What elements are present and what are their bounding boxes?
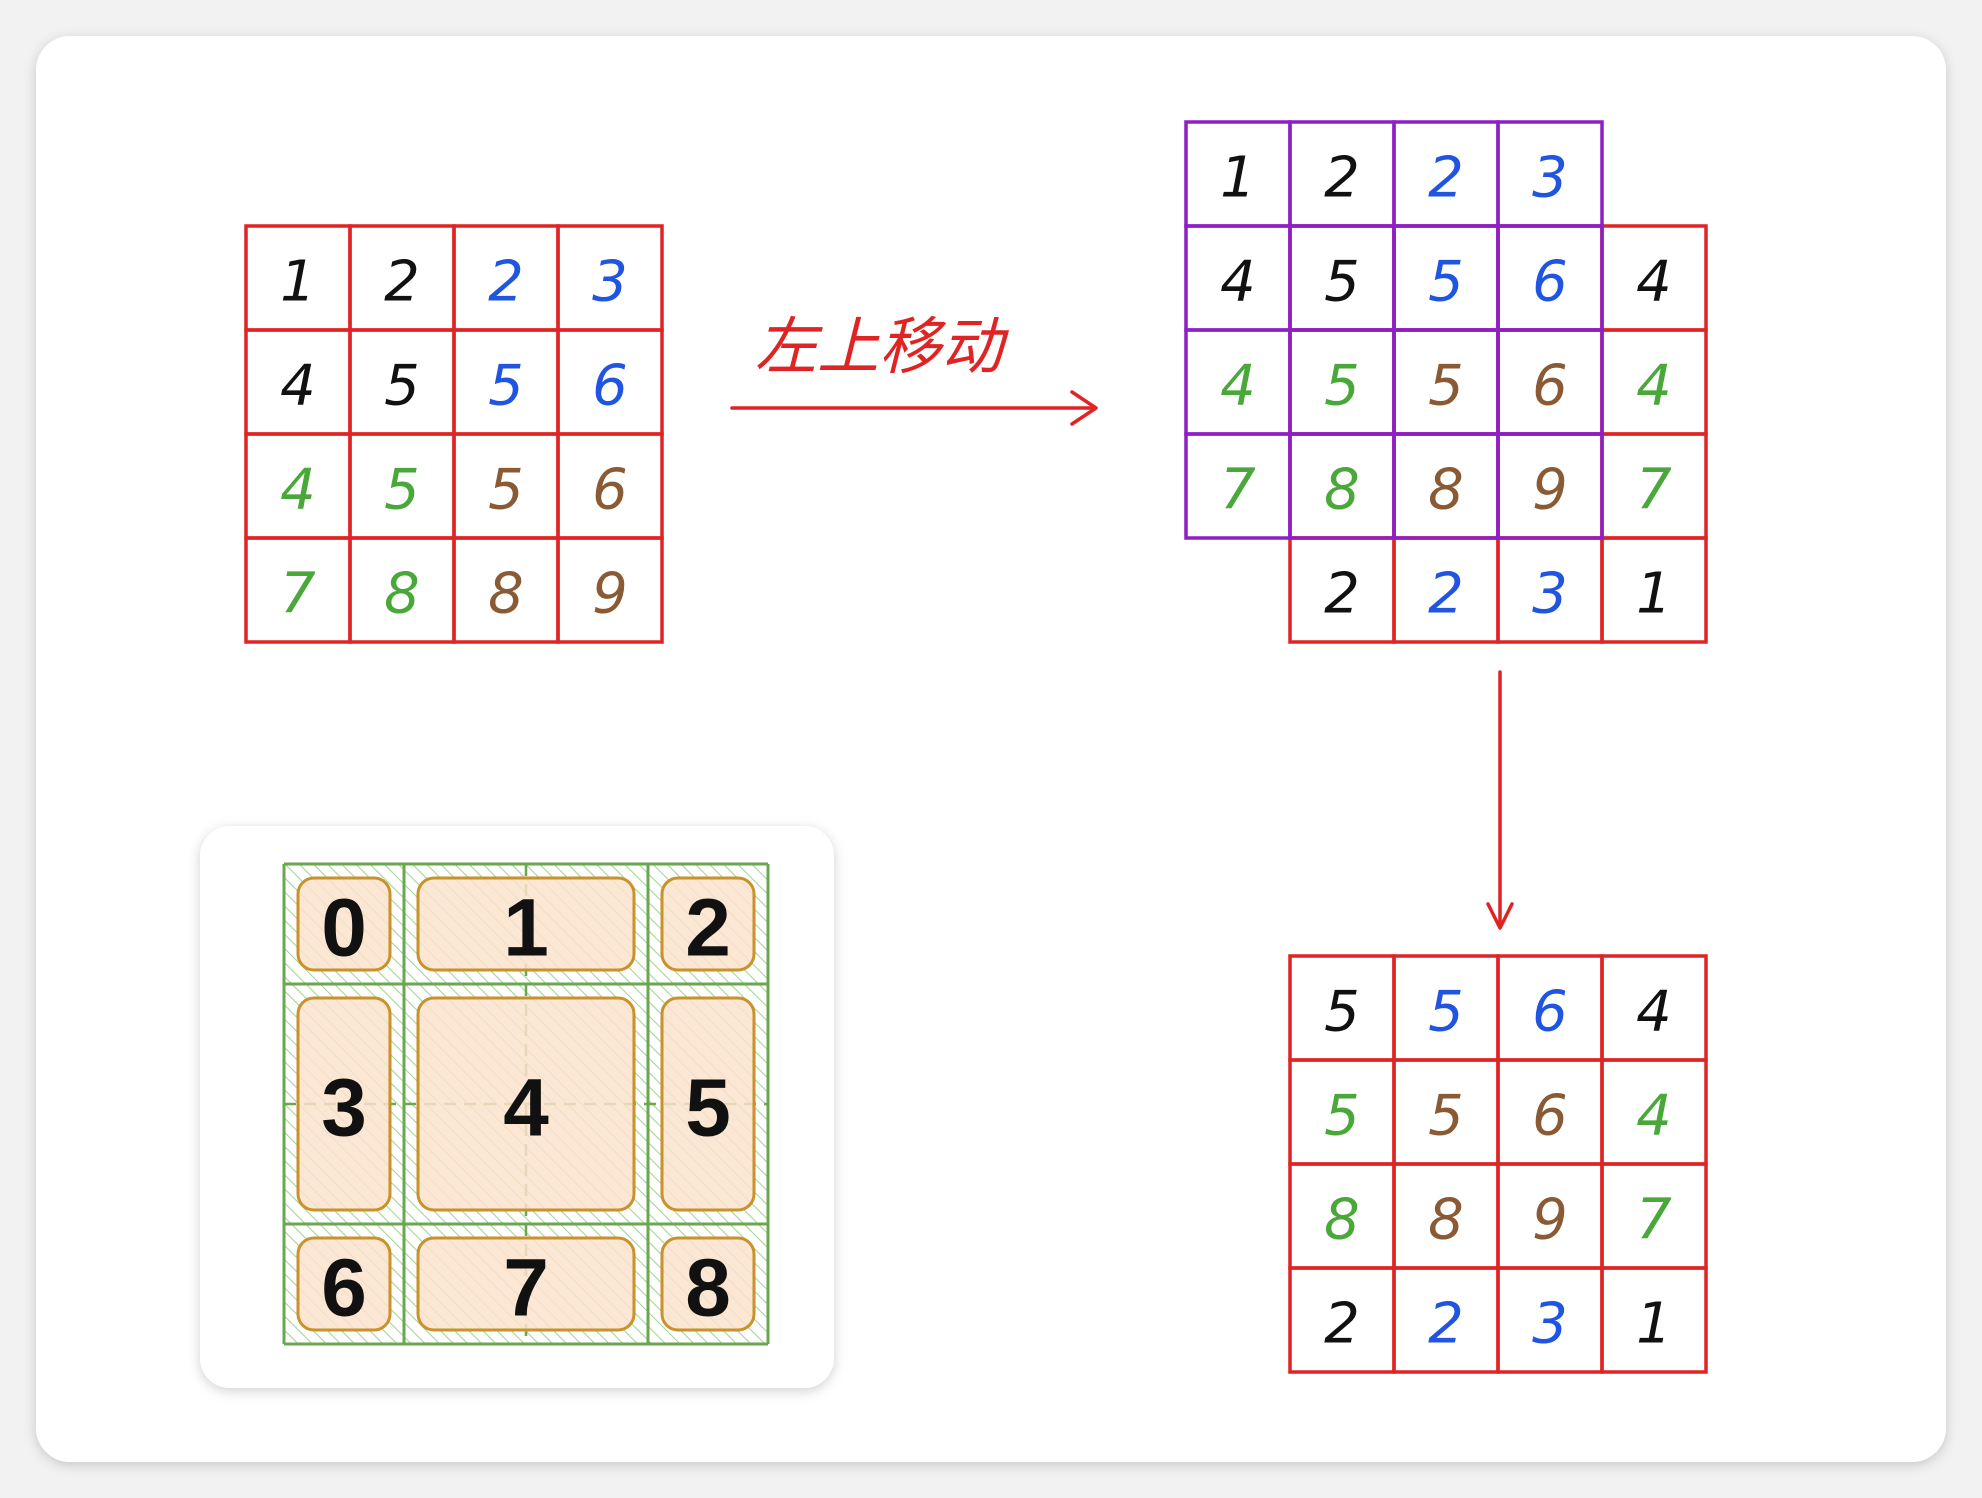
region-key-grid: 0 1 2 3 4 5 6 7 8 (282, 862, 770, 1346)
region-key-label: 0 (321, 883, 367, 974)
source-digit: 9 (592, 562, 628, 627)
source-digit: 2 (488, 250, 524, 315)
shifted-purple-digit: 5 (1428, 354, 1464, 419)
shifted-purple-digit: 4 (1220, 354, 1256, 419)
region-key-box (660, 876, 756, 972)
source-digit: 3 (592, 250, 628, 315)
arrow-right-head (1070, 390, 1098, 426)
region-key-label: 5 (685, 1063, 731, 1154)
source-digit: 5 (384, 354, 420, 419)
shifted-wrap-digit: 4 (1636, 250, 1672, 315)
shifted-purple-digit: 1 (1220, 146, 1256, 211)
region-key-box (416, 996, 636, 1212)
result-digit: 5 (1324, 980, 1360, 1045)
shifted-wrap-digit: 4 (1636, 354, 1672, 419)
source-digit: 1 (280, 250, 316, 315)
region-key-box (296, 1236, 392, 1332)
shifted-purple-digit: 3 (1532, 146, 1568, 211)
shifted-purple-digit: 5 (1324, 354, 1360, 419)
result-digit: 7 (1636, 1188, 1672, 1253)
result-digit: 9 (1532, 1188, 1568, 1253)
shifted-purple-digit: 8 (1324, 458, 1360, 523)
source-digit: 8 (384, 562, 420, 627)
shifted-purple-digit: 5 (1428, 250, 1464, 315)
shifted-purple-digit: 4 (1220, 250, 1256, 315)
source-digit: 6 (592, 458, 628, 523)
result-digit: 5 (1428, 980, 1464, 1045)
result-digit: 5 (1428, 1084, 1464, 1149)
region-key-box (416, 1236, 636, 1332)
shifted-grid: 4 4 7 2 2 3 1 1 2 2 3 4 5 5 6 4 5 5 6 7 8 8 9 (1184, 120, 1708, 644)
source-digit: 2 (384, 250, 420, 315)
region-key-label: 7 (503, 1243, 549, 1334)
shifted-purple-cell (1496, 432, 1604, 540)
result-digit: 3 (1532, 1292, 1568, 1357)
source-cell (556, 536, 664, 644)
arrow-right (730, 390, 1098, 426)
result-digit: 5 (1324, 1084, 1360, 1149)
region-key-box (660, 996, 756, 1212)
result-digit: 6 (1532, 1084, 1568, 1149)
arrow-down-head (1486, 902, 1514, 930)
source-digit: 4 (280, 458, 316, 523)
result-digit: 1 (1636, 1292, 1672, 1357)
shifted-purple-digit: 9 (1532, 458, 1568, 523)
source-grid: 1 2 2 3 4 5 5 6 4 5 5 6 7 8 8 9 (244, 224, 664, 644)
caption-shift-up-left: 左上移动 (755, 310, 1010, 383)
region-key-box (416, 876, 636, 972)
region-key-label: 2 (685, 883, 731, 974)
result-cell (1600, 1266, 1708, 1374)
shifted-wrap-digit: 7 (1636, 458, 1672, 523)
shifted-purple-digit: 8 (1428, 458, 1464, 523)
shifted-red-cell (1600, 536, 1708, 644)
result-digit: 6 (1532, 980, 1568, 1045)
shifted-purple-digit: 2 (1324, 146, 1360, 211)
region-key-label: 8 (685, 1243, 731, 1334)
source-digit: 4 (280, 354, 316, 419)
source-digit: 7 (280, 562, 316, 627)
shifted-wrap-digit: 2 (1428, 562, 1464, 627)
shifted-wrap-digit: 2 (1324, 562, 1360, 627)
source-digit: 5 (488, 354, 524, 419)
arrow-down (1486, 670, 1514, 930)
shifted-wrap-digit: 1 (1636, 562, 1672, 627)
region-key-box (296, 876, 392, 972)
result-digit: 2 (1324, 1292, 1360, 1357)
result-grid: 5 5 6 4 5 5 6 4 8 8 9 7 2 2 3 1 (1288, 954, 1708, 1374)
source-digit: 8 (488, 562, 524, 627)
source-digit: 5 (488, 458, 524, 523)
result-digit: 2 (1428, 1292, 1464, 1357)
region-key-label: 6 (321, 1243, 367, 1334)
source-digit: 6 (592, 354, 628, 419)
region-key-label: 1 (503, 883, 549, 974)
shifted-purple-digit: 6 (1532, 354, 1568, 419)
shifted-purple-digit: 5 (1324, 250, 1360, 315)
result-digit: 4 (1636, 980, 1672, 1045)
region-key-box (660, 1236, 756, 1332)
shifted-wrap-digit: 3 (1532, 562, 1568, 627)
region-key-label: 4 (503, 1063, 549, 1154)
result-digit: 8 (1428, 1188, 1464, 1253)
region-key-box (296, 996, 392, 1212)
source-digit: 5 (384, 458, 420, 523)
result-digit: 4 (1636, 1084, 1672, 1149)
region-key-label: 3 (321, 1063, 367, 1154)
shifted-purple-digit: 2 (1428, 146, 1464, 211)
shifted-purple-digit: 7 (1220, 458, 1256, 523)
shifted-purple-digit: 6 (1532, 250, 1568, 315)
result-digit: 8 (1324, 1188, 1360, 1253)
